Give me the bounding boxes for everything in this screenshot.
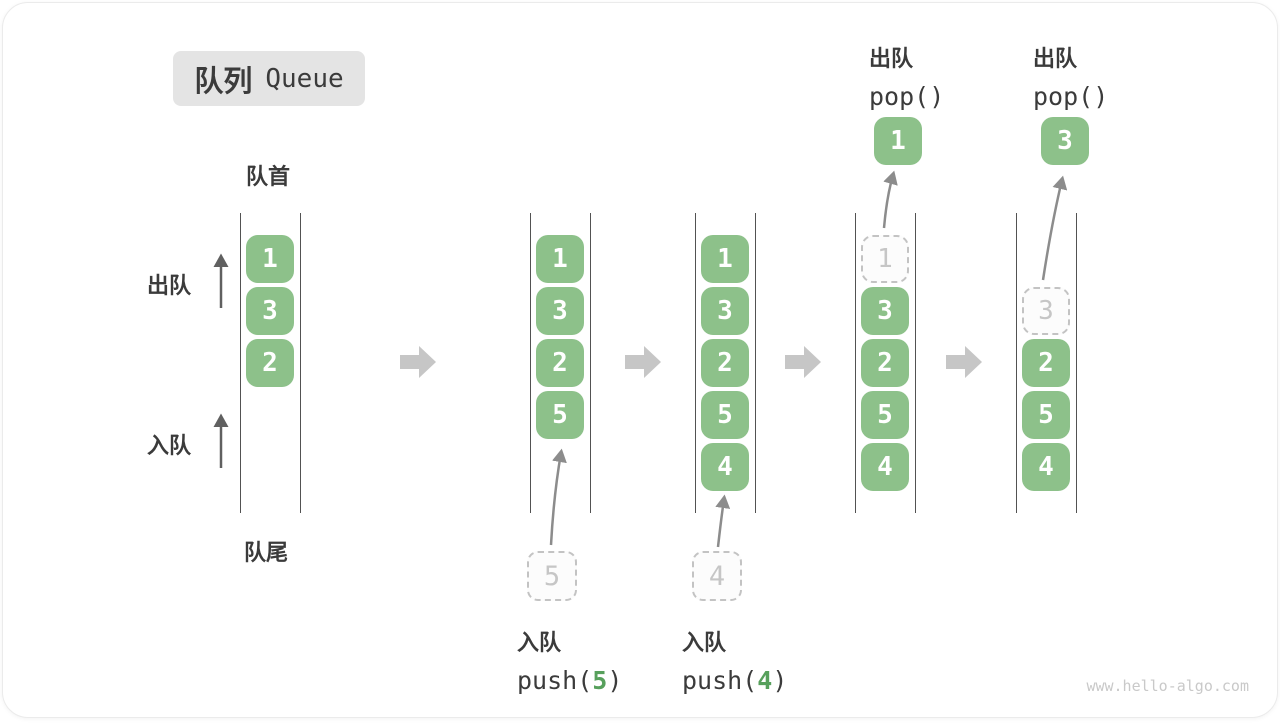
queue-cell: 5 (701, 391, 749, 439)
queue-cell: 3 (701, 287, 749, 335)
label-enqueue: 入队 (147, 433, 192, 458)
watermark: www.hello-algo.com (1086, 677, 1249, 695)
queue-cell: 3 (536, 287, 584, 335)
code-fn-close: ) (772, 666, 788, 695)
label-queue-rear: 队尾 (244, 540, 289, 565)
op-enqueue-code: push(4) (682, 666, 787, 695)
enqueue-value-box: 4 (692, 551, 742, 601)
op-dequeue-zh: 出队 (1033, 46, 1078, 71)
queue-cell: 2 (861, 339, 909, 387)
title-badge: 队列 Queue (173, 51, 365, 106)
queue-cell: 2 (701, 339, 749, 387)
state-transition-arrow-4 (946, 346, 982, 378)
title-zh: 队列 (194, 65, 253, 98)
queue-cell: 5 (536, 391, 584, 439)
queue-cell: 4 (1022, 443, 1070, 491)
queue-cell: 1 (246, 235, 294, 283)
queue-cell: 5 (861, 391, 909, 439)
queue-cell: 1 (536, 235, 584, 283)
code-fn-close: ) (607, 666, 623, 695)
enqueue-value-box: 5 (527, 551, 577, 601)
label-dequeue: 出队 (147, 273, 192, 298)
queue-cell: 4 (861, 443, 909, 491)
op-dequeue-code: pop() (1033, 82, 1109, 111)
code-arg: 4 (757, 666, 773, 695)
queue-cell: 1 (701, 235, 749, 283)
queue-cell: 2 (246, 339, 294, 387)
queue-cell: 4 (701, 443, 749, 491)
op-enqueue-code: push(5) (517, 666, 622, 695)
queue-cell-removed: 1 (861, 235, 909, 283)
queue-cell: 2 (1022, 339, 1070, 387)
op-enqueue-zh: 入队 (517, 630, 562, 655)
code-fn-open: push( (517, 666, 593, 695)
enqueue-operation-label: 入队 push(4) (682, 625, 787, 695)
code-fn-open: push( (682, 666, 758, 695)
title-en: Queue (265, 63, 344, 94)
state-transition-arrow-1 (400, 346, 436, 378)
dequeued-value-box: 1 (874, 117, 922, 165)
code-arg: 5 (592, 666, 608, 695)
dequeue-operation-label: 出队 pop() (869, 41, 944, 111)
queue-cell: 2 (536, 339, 584, 387)
queue-cell: 3 (861, 287, 909, 335)
label-queue-front: 队首 (246, 164, 291, 189)
state-transition-arrow-3 (785, 346, 821, 378)
state-transition-arrow-2 (625, 346, 661, 378)
op-dequeue-code: pop() (869, 82, 945, 111)
queue-cell-removed: 3 (1022, 287, 1070, 335)
arrows-overlay (213, 170, 1068, 548)
op-enqueue-zh: 入队 (682, 630, 727, 655)
enqueue-operation-label: 入队 push(5) (517, 625, 622, 695)
queue-cell: 5 (1022, 391, 1070, 439)
dequeued-value-box: 3 (1041, 117, 1089, 165)
queue-cell: 3 (246, 287, 294, 335)
dequeue-operation-label: 出队 pop() (1033, 41, 1108, 111)
op-dequeue-zh: 出队 (869, 46, 914, 71)
